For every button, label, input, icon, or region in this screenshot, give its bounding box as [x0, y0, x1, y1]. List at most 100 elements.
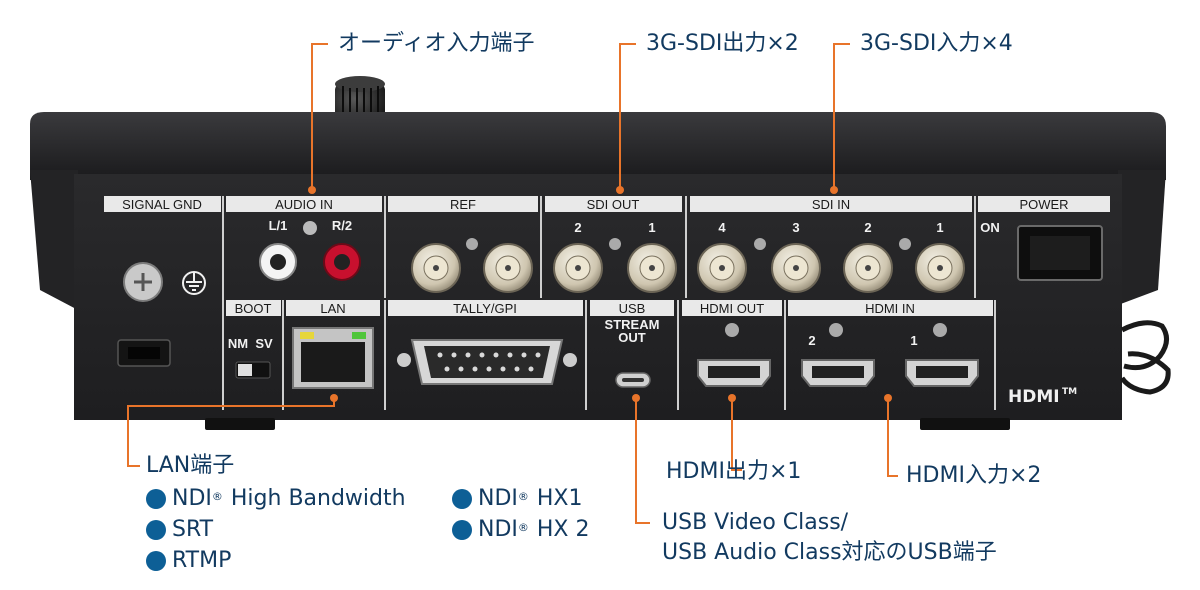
registered-mark: ® — [211, 490, 223, 503]
hdmi-in-1-port[interactable] — [905, 359, 979, 387]
leader-sdi-out — [619, 43, 636, 190]
label-sdi-out-1: 1 — [648, 220, 655, 235]
callout-usb-line1: USB Video Class/ — [662, 510, 849, 535]
power-rocker[interactable] — [1030, 236, 1090, 270]
feature-ndi-high-rest: High Bandwidth — [230, 486, 406, 511]
label-hdmi-out: HDMI OUT — [700, 301, 764, 316]
feature-ndi-label: NDI — [478, 517, 518, 542]
label-boot-nm: NM — [228, 336, 248, 351]
label-sdi-in-1: 1 — [936, 220, 943, 235]
label-audio-in: AUDIO IN — [275, 197, 333, 212]
leader-lan — [127, 398, 335, 467]
hdmi-logo: HDMI — [1008, 387, 1060, 407]
knob-top — [335, 76, 385, 92]
callout-sdi-input: 3G-SDI入力×4 — [860, 31, 1013, 56]
chassis-top — [30, 112, 1166, 180]
gnd-screw-cross — [134, 273, 152, 291]
panel-screws — [466, 238, 947, 337]
leader-sdi-in — [833, 43, 850, 190]
security-slot-hole — [128, 347, 160, 359]
tally-screw-left — [397, 353, 411, 367]
label-sdi-out: SDI OUT — [587, 197, 640, 212]
label-sdi-out-2: 2 — [574, 220, 581, 235]
callout-hdmi-input: HDMI入力×2 — [906, 463, 1042, 488]
label-hdmi-in-1: 1 — [910, 333, 917, 348]
feature-rtmp-label: RTMP — [172, 548, 232, 573]
bnc-sdi-in-2[interactable] — [843, 243, 893, 293]
label-boot: BOOT — [235, 301, 272, 316]
lan-port-opening — [301, 342, 365, 382]
boot-switch-slider[interactable] — [238, 364, 252, 376]
bnc-sdi-in-1[interactable] — [915, 243, 965, 293]
ground-icon — [182, 271, 206, 295]
feature-ndi-hx1: NDI® HX1 — [452, 485, 583, 513]
foot-left — [205, 418, 275, 430]
section-dividers — [222, 196, 996, 410]
label-usb: USB — [619, 301, 646, 316]
label-sdi-in-3: 3 — [792, 220, 799, 235]
usb-c-tongue — [622, 378, 644, 382]
label-lan: LAN — [320, 301, 345, 316]
bnc-ref-1[interactable] — [411, 243, 461, 293]
callout-lan-port: LAN端子 — [146, 453, 235, 478]
tally-screw-right — [563, 353, 577, 367]
tally-pins — [437, 352, 541, 372]
callout-usb-line2: USB Audio Class対応のUSB端子 — [662, 540, 997, 565]
label-sdi-in-2: 2 — [864, 220, 871, 235]
feature-srt: SRT — [146, 516, 213, 544]
feature-ndi-hx1-rest: HX1 — [536, 486, 583, 511]
section-headers — [104, 196, 1110, 316]
label-ref: REF — [450, 197, 476, 212]
feature-srt-label: SRT — [172, 517, 214, 542]
label-boot-sv: SV — [255, 336, 273, 351]
leader-hdmi-out — [731, 398, 742, 471]
feature-ndi-label: NDI — [172, 486, 212, 511]
label-power-on: ON — [980, 220, 1000, 235]
bnc-sdi-in-4[interactable] — [697, 243, 747, 293]
callout-hdmi-output: HDMI出力×1 — [666, 459, 802, 484]
feature-ndi-hx2: NDI®HX 2 — [452, 516, 590, 544]
label-sdi-in-4: 4 — [718, 220, 726, 235]
chassis-side-left — [30, 170, 78, 310]
registered-mark: ® — [517, 490, 529, 503]
bullet-icon — [146, 489, 166, 509]
callout-audio-input: オーディオ入力端子 — [338, 31, 535, 56]
bullet-icon — [452, 489, 472, 509]
label-audio-l: L/1 — [269, 218, 288, 233]
lan-led-yellow — [300, 332, 314, 339]
feature-rtmp: RTMP — [146, 547, 231, 575]
label-signal-gnd: SIGNAL GND — [122, 197, 202, 212]
feature-ndi-high-bandwidth: NDI® High Bandwidth — [146, 485, 406, 513]
cable-clamp — [1119, 320, 1171, 395]
bullet-icon — [146, 551, 166, 571]
label-hdmi-in: HDMI IN — [865, 301, 915, 316]
bnc-sdi-out-1[interactable] — [627, 243, 677, 293]
bullet-icon — [146, 520, 166, 540]
label-tally-gpi: TALLY/GPI — [453, 301, 517, 316]
leader-dots — [308, 186, 892, 402]
bnc-sdi-out-2[interactable] — [553, 243, 603, 293]
audio-rca-right-hole — [334, 254, 350, 270]
hdmi-logo-tm: TM — [1062, 387, 1077, 397]
label-audio-r: R/2 — [332, 218, 352, 233]
hdmi-in-2-port[interactable] — [801, 359, 875, 387]
label-sdi-in: SDI IN — [812, 197, 850, 212]
tally-gpi-socket — [424, 346, 550, 378]
leader-usb — [635, 398, 650, 524]
bnc-sdi-in-3[interactable] — [771, 243, 821, 293]
bnc-connectors — [411, 243, 965, 293]
audio-screw — [303, 221, 317, 235]
label-hdmi-in-2: 2 — [808, 333, 815, 348]
label-usb-stream: STREAM — [605, 317, 660, 332]
bnc-ref-2[interactable] — [483, 243, 533, 293]
callout-sdi-output: 3G-SDI出力×2 — [646, 31, 799, 56]
feature-ndi-label: NDI — [478, 486, 518, 511]
leader-audio — [311, 43, 328, 190]
lan-led-green — [352, 332, 366, 339]
registered-mark: ® — [517, 521, 529, 534]
label-power: POWER — [1019, 197, 1068, 212]
chassis-side-right — [1118, 170, 1166, 305]
hdmi-out-port[interactable] — [697, 359, 771, 387]
